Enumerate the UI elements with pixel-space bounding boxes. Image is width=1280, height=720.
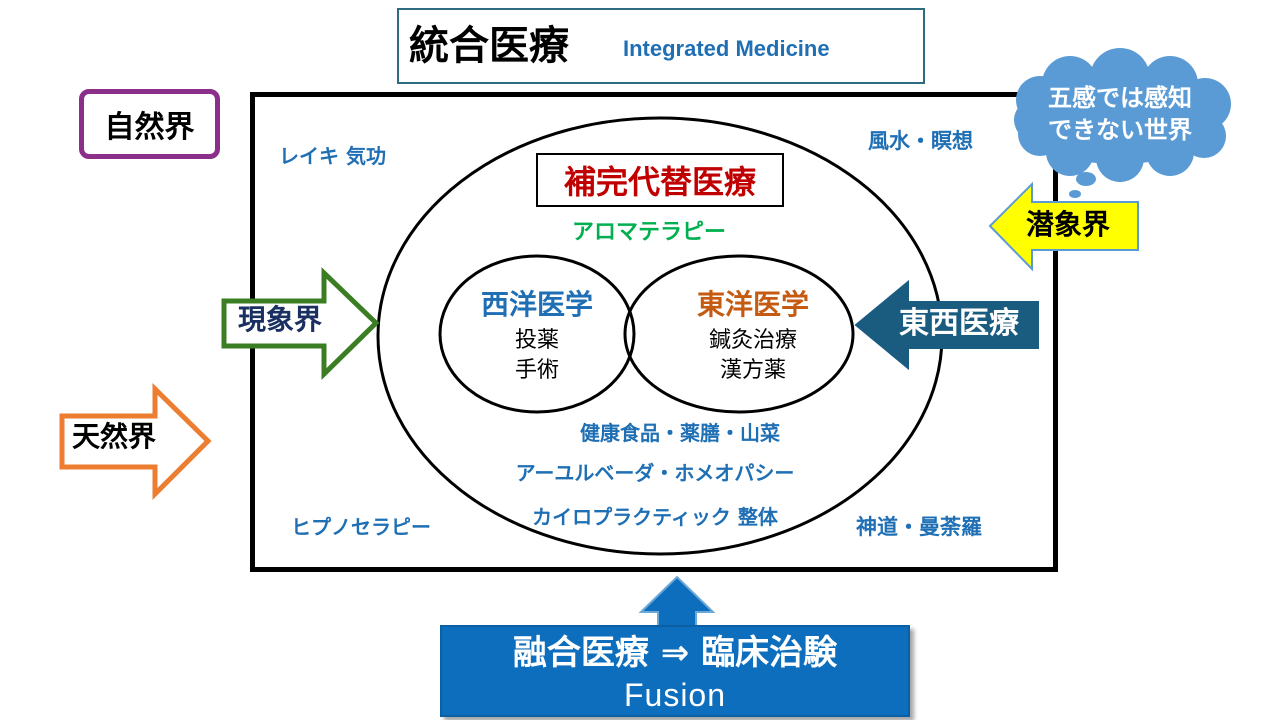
genshokai-label: 現象界 xyxy=(238,303,323,336)
eastern-title: 東洋医学 xyxy=(696,288,809,321)
cam-item-chiro: カイロプラクティック 整体 xyxy=(532,505,778,529)
western-item-1: 投薬 xyxy=(514,328,559,353)
cloud-text: 五感では感知 できない世界 xyxy=(1030,82,1210,146)
shinto-label: 神道・曼荼羅 xyxy=(856,515,982,539)
cloud-line-1: 五感では感知 xyxy=(1048,84,1192,112)
western-items: 投薬 手術 xyxy=(467,326,607,386)
title-japanese: 統合医療 xyxy=(409,23,569,69)
fusion-subtitle: Fusion xyxy=(623,677,727,713)
title-english: Integrated Medicine xyxy=(623,36,830,61)
reiki-label: レイキ 気功 xyxy=(279,144,386,168)
fusui-label: 風水・瞑想 xyxy=(868,129,973,153)
cloud-line-2: できない世界 xyxy=(1048,116,1192,144)
eastern-items: 鍼灸治療 漢方薬 xyxy=(678,326,828,386)
aroma-label: アロマテラピー xyxy=(572,220,727,245)
genshokai-arrow xyxy=(221,267,380,380)
fusion-up-arrow xyxy=(638,575,716,629)
fusion-box: 融合医療 ⇒ 臨床治験 Fusion xyxy=(440,625,910,717)
cloud-shape xyxy=(1014,48,1231,198)
tozai-arrow xyxy=(854,279,1039,371)
senshokai-label: 潜象界 xyxy=(1026,208,1111,241)
fusion-title: 融合医療 ⇒ 臨床治験 xyxy=(512,633,838,673)
tozai-label: 東西医療 xyxy=(899,306,1019,341)
eastern-circle xyxy=(623,254,855,414)
western-item-2: 手術 xyxy=(514,358,559,383)
cam-item-ayurveda: アーユルベーダ・ホメオパシー xyxy=(515,461,795,485)
senshokai-arrow xyxy=(988,181,1139,272)
title-box: 統合医療 Integrated Medicine xyxy=(397,8,925,84)
western-title: 西洋医学 xyxy=(480,288,593,321)
eastern-item-1: 鍼灸治療 xyxy=(708,328,797,353)
tennenkai-arrow xyxy=(59,383,212,501)
eastern-item-2: 漢方薬 xyxy=(719,358,786,383)
cam-item-food: 健康食品・薬膳・山菜 xyxy=(580,421,780,445)
hypno-label: ヒプノセラピー xyxy=(291,515,431,539)
shizenkai-box: 自然界 xyxy=(79,89,220,159)
tennenkai-label: 天然界 xyxy=(72,420,157,453)
cam-title: 補完代替医療 xyxy=(536,153,784,207)
western-circle xyxy=(438,254,636,414)
